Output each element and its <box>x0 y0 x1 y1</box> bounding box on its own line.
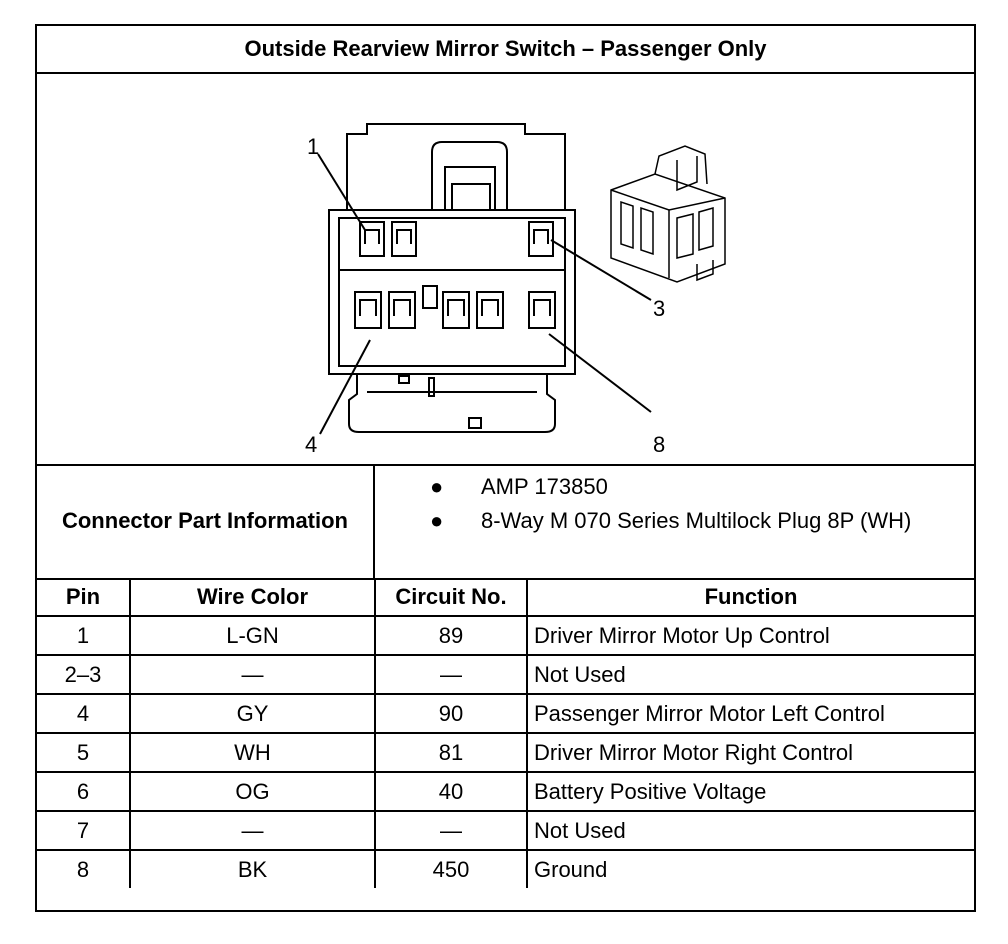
cell-pin: 8 <box>37 849 131 888</box>
cell-circuit: 81 <box>374 732 528 773</box>
cell-function: Not Used <box>526 654 974 695</box>
connector-key-b <box>428 377 435 397</box>
cell-circuit: — <box>374 810 528 851</box>
cell-function: Passenger Mirror Motor Left Control <box>526 693 974 734</box>
bullet-icon: ● <box>430 508 444 533</box>
cell-wire-color: WH <box>129 732 376 773</box>
connector-skirt <box>348 374 556 433</box>
connector-body <box>328 209 576 375</box>
cavity-2 <box>391 221 417 257</box>
callout-pin8: 8 <box>653 432 665 457</box>
cell-circuit: 89 <box>374 615 528 656</box>
cell-function: Driver Mirror Motor Up Control <box>526 615 974 656</box>
callout-pin4: 4 <box>305 432 317 457</box>
connector-key-c <box>468 417 482 429</box>
connector-sheet: Outside Rearview Mirror Switch – Passeng… <box>35 24 976 912</box>
cell-wire-color: L-GN <box>129 615 376 656</box>
connector-latch-slot <box>451 183 491 211</box>
page-title: Outside Rearview Mirror Switch – Passeng… <box>37 26 974 74</box>
cell-circuit: 450 <box>374 849 528 888</box>
table-row: 4 GY 90 Passenger Mirror Motor Left Cont… <box>37 693 974 734</box>
cell-pin: 7 <box>37 810 131 851</box>
leader-pin8 <box>548 333 652 413</box>
table-row: 2–3 — — Not Used <box>37 654 974 695</box>
leader-pin1 <box>317 153 366 231</box>
header-function: Function <box>526 578 974 617</box>
cell-wire-color: BK <box>129 849 376 888</box>
callout-pin1: 1 <box>307 134 319 159</box>
connector-body-inner <box>338 217 566 367</box>
cell-pin: 4 <box>37 693 131 734</box>
header-circuit: Circuit No. <box>374 578 528 617</box>
table-row: 7 — — Not Used <box>37 810 974 851</box>
list-item: ● AMP 173850 <box>375 474 974 504</box>
connector-figure: 1 3 4 8 <box>37 72 974 466</box>
pin-table: Pin Wire Color Circuit No. Function 1 L-… <box>37 578 974 888</box>
cell-circuit: 40 <box>374 771 528 812</box>
cell-pin: 1 <box>37 615 131 656</box>
cavity-3-latch <box>533 229 549 244</box>
cell-function: Ground <box>526 849 974 888</box>
connector-part-info-list: ● AMP 173850 ● 8-Way M 070 Series Multil… <box>375 464 974 578</box>
connector-diagram: 1 3 4 8 <box>305 123 726 457</box>
connector-latch <box>431 141 508 210</box>
connector-top-cap <box>346 123 566 210</box>
cavity-5-latch <box>393 299 411 316</box>
cell-function: Driver Mirror Motor Right Control <box>526 732 974 773</box>
bullet-icon: ● <box>430 474 444 499</box>
header-wire-color: Wire Color <box>129 578 376 617</box>
cell-circuit: 90 <box>374 693 528 734</box>
cell-function: Not Used <box>526 810 974 851</box>
connector-key-a <box>398 375 410 384</box>
table-row: 8 BK 450 Ground <box>37 849 974 888</box>
cell-pin: 6 <box>37 771 131 812</box>
cell-function: Battery Positive Voltage <box>526 771 974 812</box>
table-row: 6 OG 40 Battery Positive Voltage <box>37 771 974 812</box>
cavity-5 <box>388 291 416 329</box>
cavity-3 <box>528 221 554 257</box>
connector-latch-inner <box>444 166 496 210</box>
callout-pin3: 3 <box>653 296 665 321</box>
cavity-6 <box>442 291 470 329</box>
upper-cavities <box>359 221 554 257</box>
table-header-row: Pin Wire Color Circuit No. Function <box>37 578 974 617</box>
cavity-4-latch <box>359 299 377 316</box>
cavity-8 <box>528 291 556 329</box>
cavity-7 <box>476 291 504 329</box>
connector-part-info: Connector Part Information ● AMP 173850 … <box>37 464 974 580</box>
cavity-6-latch <box>447 299 465 316</box>
part-description: 8-Way M 070 Series Multilock Plug 8P (WH… <box>481 508 912 533</box>
header-pin: Pin <box>37 578 131 617</box>
list-item: ● 8-Way M 070 Series Multilock Plug 8P (… <box>375 508 974 538</box>
cavity-2-latch <box>396 229 412 244</box>
cavity-8-latch <box>533 299 551 316</box>
cell-wire-color: — <box>129 654 376 695</box>
cell-wire-color: — <box>129 810 376 851</box>
table-row: 5 WH 81 Driver Mirror Motor Right Contro… <box>37 732 974 773</box>
cell-pin: 5 <box>37 732 131 773</box>
cavity-1-latch <box>364 229 380 244</box>
leader-pin3 <box>550 239 652 301</box>
cell-wire-color: GY <box>129 693 376 734</box>
cavity-4 <box>354 291 382 329</box>
cavity-key <box>422 285 438 309</box>
leader-pin4 <box>319 339 371 435</box>
cell-circuit: — <box>374 654 528 695</box>
cell-wire-color: OG <box>129 771 376 812</box>
connector-iso-view <box>610 145 726 283</box>
part-number: AMP 173850 <box>481 474 608 499</box>
cavity-1 <box>359 221 385 257</box>
lower-cavities <box>354 285 556 329</box>
connector-part-info-label: Connector Part Information <box>37 464 375 578</box>
table-row: 1 L-GN 89 Driver Mirror Motor Up Control <box>37 615 974 656</box>
cell-pin: 2–3 <box>37 654 131 695</box>
cavity-7-latch <box>481 299 499 316</box>
